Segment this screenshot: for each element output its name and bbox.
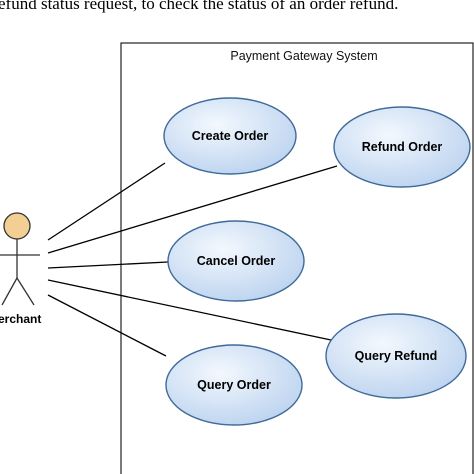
association-query-order [47,294,167,357]
caption-text: efund status request, to check the statu… [0,0,399,13]
actor-head-icon [3,212,31,240]
association-refund-order [47,165,338,254]
system-title: Payment Gateway System [230,49,377,63]
figure-caption: efund status request, to check the statu… [0,0,474,20]
use-case-query-refund[interactable]: Query Refund [325,313,467,399]
association-query-refund [47,279,332,341]
association-cancel-order [47,261,169,269]
associations [47,162,338,357]
use-case-cancel-order[interactable]: Cancel Order [167,220,305,302]
use-case-label: Query Order [197,378,271,392]
association-create-order [47,162,166,241]
use-case-label: Query Refund [355,349,438,363]
system-boundary [120,42,474,474]
use-case-create-order[interactable]: Create Order [163,97,297,175]
use-case-label: Create Order [192,129,269,143]
use-case-query-order[interactable]: Query Order [165,344,303,426]
actor-label: erchant [0,312,41,326]
use-case-label: Cancel Order [197,254,276,268]
actor-body-icon [0,239,40,306]
actor-merchant[interactable]: erchant [0,212,41,326]
use-case-label: Refund Order [362,140,443,154]
use-case-refund-order[interactable]: Refund Order [333,106,471,188]
